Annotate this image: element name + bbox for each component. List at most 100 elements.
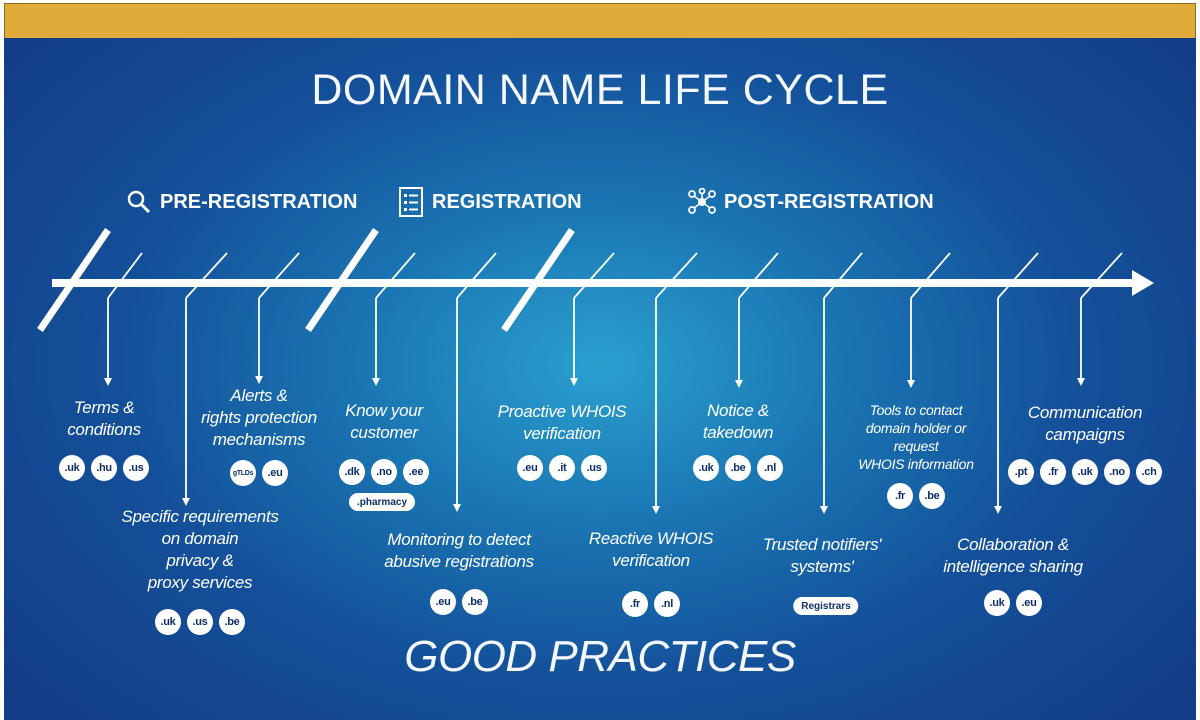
timeline-tick [258, 252, 300, 299]
practice-label-line: Tools to contact [869, 402, 963, 418]
phase-separator [37, 228, 111, 332]
practice-connector [735, 252, 779, 388]
tld-badge-group: .eu.be [430, 589, 488, 615]
practice-label-line: request [893, 438, 939, 454]
checklist-icon [398, 186, 424, 218]
practice-connector [570, 252, 615, 386]
practice-label-line: on domain [161, 529, 239, 548]
practice-connector [453, 252, 497, 512]
practice-connector [1077, 252, 1123, 386]
tag-pill: Registrars [793, 597, 859, 615]
practice-label-line: domain holder or [865, 420, 967, 436]
tld-badge-group: .eu.it.us [517, 455, 607, 481]
phase-post-registration: POST-REGISTRATION [688, 184, 934, 220]
tld-badge: .no [371, 459, 397, 485]
practice-label-line: conditions [67, 420, 141, 439]
tld-badge: .fr [887, 483, 913, 509]
practice-connector [994, 252, 1039, 514]
timeline-tick [185, 252, 228, 299]
practice-label: Collaboration & intelligence sharing [943, 534, 1083, 578]
phase-label: REGISTRATION [432, 190, 582, 213]
practice-label-line: privacy & [166, 551, 234, 570]
tld-badge-group: .fr.nl [622, 591, 680, 617]
practice-label-line: proxy services [147, 573, 253, 592]
tld-badge-group: .pt.fr.uk.no.ch [1008, 459, 1162, 485]
tld-badge-group: .uk.be.nl [693, 455, 783, 481]
tld-badge: .ee [403, 459, 429, 485]
tld-badge: .uk [155, 609, 181, 635]
practice-connector [820, 252, 863, 514]
practice-label-line: customer [350, 423, 418, 442]
tld-badge: .uk [984, 590, 1010, 616]
practice-label-line: verification [523, 424, 601, 443]
practice-label-line: WHOIS information [858, 456, 974, 472]
tld-badge-group: .uk.eu [984, 590, 1042, 616]
practice-label: Specific requirements on domain privacy & p… [121, 506, 278, 594]
practice-label-line: Notice & [707, 401, 769, 420]
timeline-tick [1080, 252, 1123, 299]
practice-label-line: Alerts & [230, 386, 288, 405]
timeline-tick [456, 252, 497, 299]
phase-registration: REGISTRATION [398, 184, 582, 220]
timeline-tick [738, 252, 779, 299]
practice-label: Know your customer [345, 400, 423, 444]
timeline-tick [375, 252, 416, 299]
practice-label-line: Terms & [73, 398, 135, 417]
phase-pre-registration: PRE-REGISTRATION [126, 184, 357, 220]
tld-badge: .be [462, 589, 488, 615]
tld-badge: gTLDs [230, 460, 256, 486]
tld-badge: .fr [1040, 459, 1066, 485]
practice-connector [652, 252, 698, 514]
practice-label-line: systems' [790, 557, 854, 576]
tld-badge-group: .uk.hu.us [59, 455, 149, 481]
tld-badge: .hu [91, 455, 117, 481]
tld-badge: .be [219, 609, 245, 635]
page-title: DOMAIN NAME LIFE CYCLE [311, 66, 889, 114]
practice-label-line: Specific requirements [121, 507, 279, 526]
timeline-arrowhead [1132, 270, 1154, 296]
timeline-tick [655, 252, 698, 299]
practice-label-line: abusive registrations [384, 552, 534, 571]
phase-label: PRE-REGISTRATION [160, 190, 358, 213]
practice-connector [907, 252, 951, 388]
tld-badge: .it [549, 455, 575, 481]
practice-label-line: Proactive WHOIS [497, 402, 627, 421]
practice-connector [182, 252, 228, 506]
timeline-tick [997, 252, 1039, 299]
practice-label-line: intelligence sharing [943, 557, 1083, 576]
tld-badge-group: gTLDs.eu [230, 460, 288, 486]
tld-badge: .uk [693, 455, 719, 481]
tld-badge: .nl [757, 455, 783, 481]
practice-connector [255, 252, 300, 384]
practice-connector [372, 252, 416, 386]
practice-label-line: Collaboration & [957, 535, 1069, 554]
tld-badge: .be [725, 455, 751, 481]
tld-badge: .us [123, 455, 149, 481]
practice-label-line: campaigns [1045, 425, 1125, 444]
practice-label-line: Know your [345, 401, 423, 420]
tld-badge: .dk [339, 459, 365, 485]
timeline-tick [573, 252, 615, 299]
tld-badge: .eu [1016, 590, 1042, 616]
tld-badge: .nl [654, 591, 680, 617]
network-icon [688, 188, 716, 216]
timeline-tick [910, 252, 951, 299]
top-accent-bar [4, 3, 1196, 39]
tld-badge: .pt [1008, 459, 1034, 485]
practice-label: Proactive WHOIS verification [498, 401, 627, 445]
tld-badge: .eu [430, 589, 456, 615]
phase-separator [305, 228, 379, 332]
practice-label-line: Reactive WHOIS [588, 529, 714, 548]
timeline-tick [823, 252, 863, 299]
tld-badge: .be [919, 483, 945, 509]
practice-label: Notice &takedown [703, 400, 774, 444]
tld-badge: .eu [262, 460, 288, 486]
practice-label-line: Trusted notifiers' [762, 535, 882, 554]
tld-badge: .no [1104, 459, 1130, 485]
practice-label-line: rights protection [201, 408, 317, 427]
